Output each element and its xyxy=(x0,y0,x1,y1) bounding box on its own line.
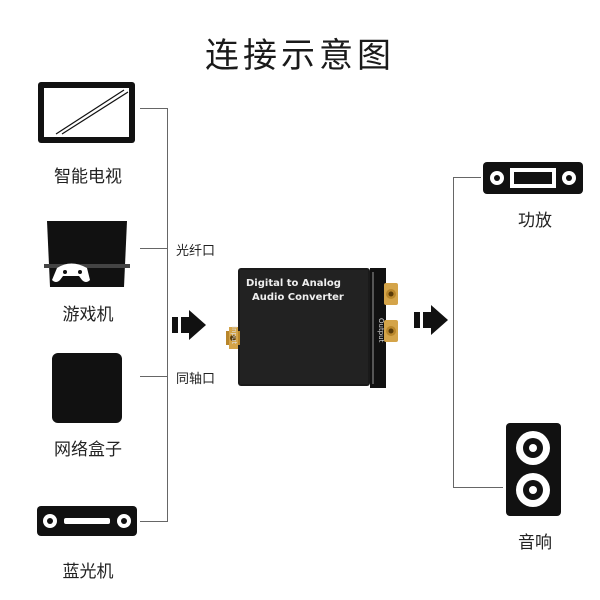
converter-text-line2: Audio Converter xyxy=(252,292,344,303)
right-bracket-bottom xyxy=(453,487,503,488)
diagram-title: 连接示意图 xyxy=(205,36,395,76)
network-box-icon xyxy=(52,353,122,423)
input-arrow-icon xyxy=(172,310,206,340)
tv-icon xyxy=(38,82,135,143)
converter-output-label: Output xyxy=(377,318,385,343)
output-arrow-icon xyxy=(414,305,448,335)
speaker-icon xyxy=(506,423,561,516)
left-bracket-mid-2 xyxy=(140,376,168,377)
right-bracket-vertical xyxy=(453,177,454,487)
source-label-network-box: 网络盒子 xyxy=(54,440,122,460)
converter-text-line1: Digital to Analog xyxy=(246,278,341,289)
converter-input-label: Input xyxy=(230,326,238,345)
source-label-bluray: 蓝光机 xyxy=(62,562,114,582)
left-bracket-mid-1 xyxy=(140,248,168,249)
right-bracket-top xyxy=(453,177,481,178)
source-label-game-console: 游戏机 xyxy=(62,305,114,325)
output-label-amplifier: 功放 xyxy=(518,211,552,231)
coaxial-port-label: 同轴口 xyxy=(176,372,216,387)
input-rca-jack xyxy=(226,327,240,349)
amplifier-icon xyxy=(483,162,583,194)
output-label-speaker: 音响 xyxy=(518,533,552,553)
converter-device xyxy=(226,268,398,388)
source-label-tv: 智能电视 xyxy=(54,167,122,187)
left-bracket-vertical xyxy=(167,108,168,521)
game-console-icon xyxy=(44,221,130,287)
optical-port-label: 光纤口 xyxy=(176,244,216,259)
left-bracket-top xyxy=(140,108,168,109)
bluray-player-icon xyxy=(37,506,137,536)
output-rca-jack-bottom xyxy=(384,320,398,342)
output-rca-jack-top xyxy=(384,283,398,305)
left-bracket-bottom xyxy=(140,521,168,522)
